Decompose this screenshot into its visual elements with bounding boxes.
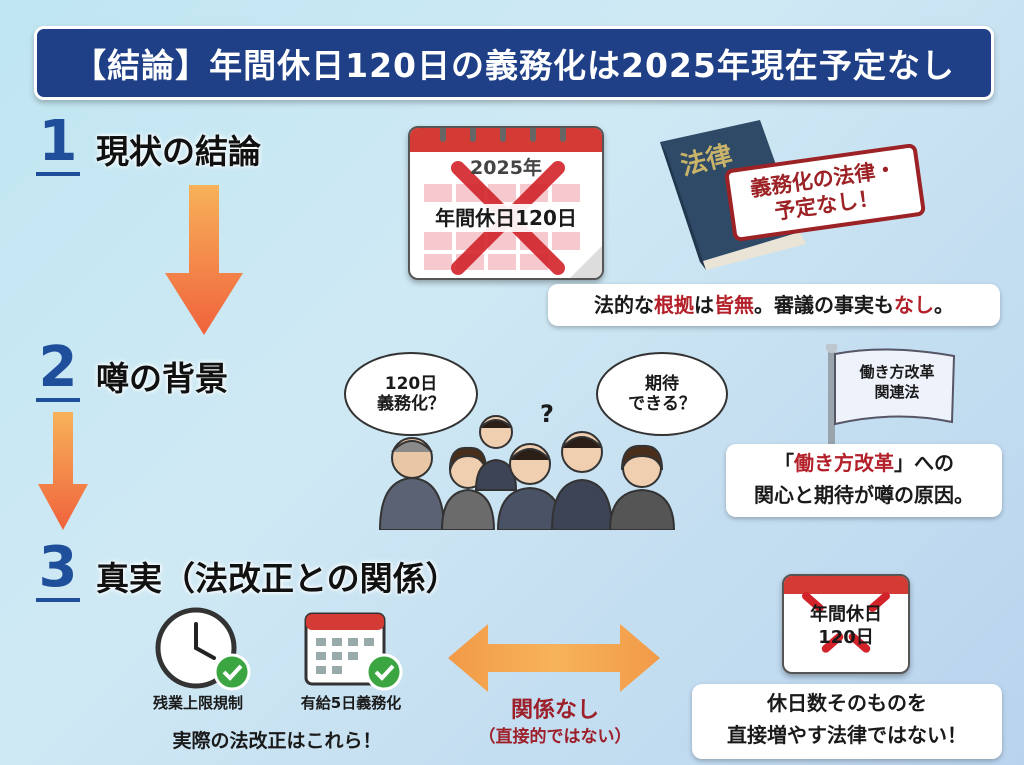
section-number-underline [36,172,80,176]
item-1-label: 残業上限規制 [152,694,243,712]
calendar-label: 年間休日 120日 [810,604,882,648]
calendar-label: 年間休日120日 [420,204,592,232]
section-number-underline [36,398,80,402]
section-1-caption: 法的な根拠は皆無。審議の事実もなし。 [548,284,1000,326]
section-number: 1 [38,109,78,174]
down-arrow-icon [38,412,88,530]
relation-sub: （直接的ではない） [478,727,632,747]
section-number: 3 [38,535,78,600]
section-2-caption: 「働き方改革」への 関心と期待が噂の原因。 [726,444,1002,517]
question-mark: ? [540,400,554,428]
section-3-caption-left: 実際の法改正はこれら！ [172,730,382,752]
thought-bubble-right: 期待できる？ [596,352,728,436]
flag-icon: 働き方改革 関連法 [825,341,956,458]
section-number: 2 [38,335,78,400]
section-3-heading: 3 [36,538,80,602]
calendar-check-icon [296,606,406,696]
section-title: 噂の背景 [96,359,228,398]
page-title-text: 【結論】年間休日120日の義務化は2025年現在予定なし [73,46,955,85]
section-2-heading: 2 [36,338,80,402]
clock-icon [154,606,254,696]
section-number-underline [36,598,80,602]
page-title: 【結論】年間休日120日の義務化は2025年現在予定なし [34,26,994,100]
section-3-caption-right: 休日数そのものを 直接増やす法律ではない！ [692,684,1002,759]
section-title: 現状の結論 [96,132,261,171]
double-arrow-icon [448,624,660,692]
people-illustration [372,400,702,534]
crossed-calendar: 2025年 年間休日120日 [408,126,604,280]
thought-bubble-left: 120日義務化？ [344,352,478,436]
relation-main: 関係なし [510,698,599,723]
item-2-label: 有給5日義務化 [300,694,402,712]
calendar-year: 2025年 [470,157,542,179]
down-arrow-icon [165,185,243,335]
section-title: 真実（法改正との関係） [96,559,459,598]
section-1-heading: 1 [36,112,80,176]
flag-label: 働き方改革 関連法 [859,363,935,402]
holiday-calendar: 年間休日 120日 [782,574,910,674]
